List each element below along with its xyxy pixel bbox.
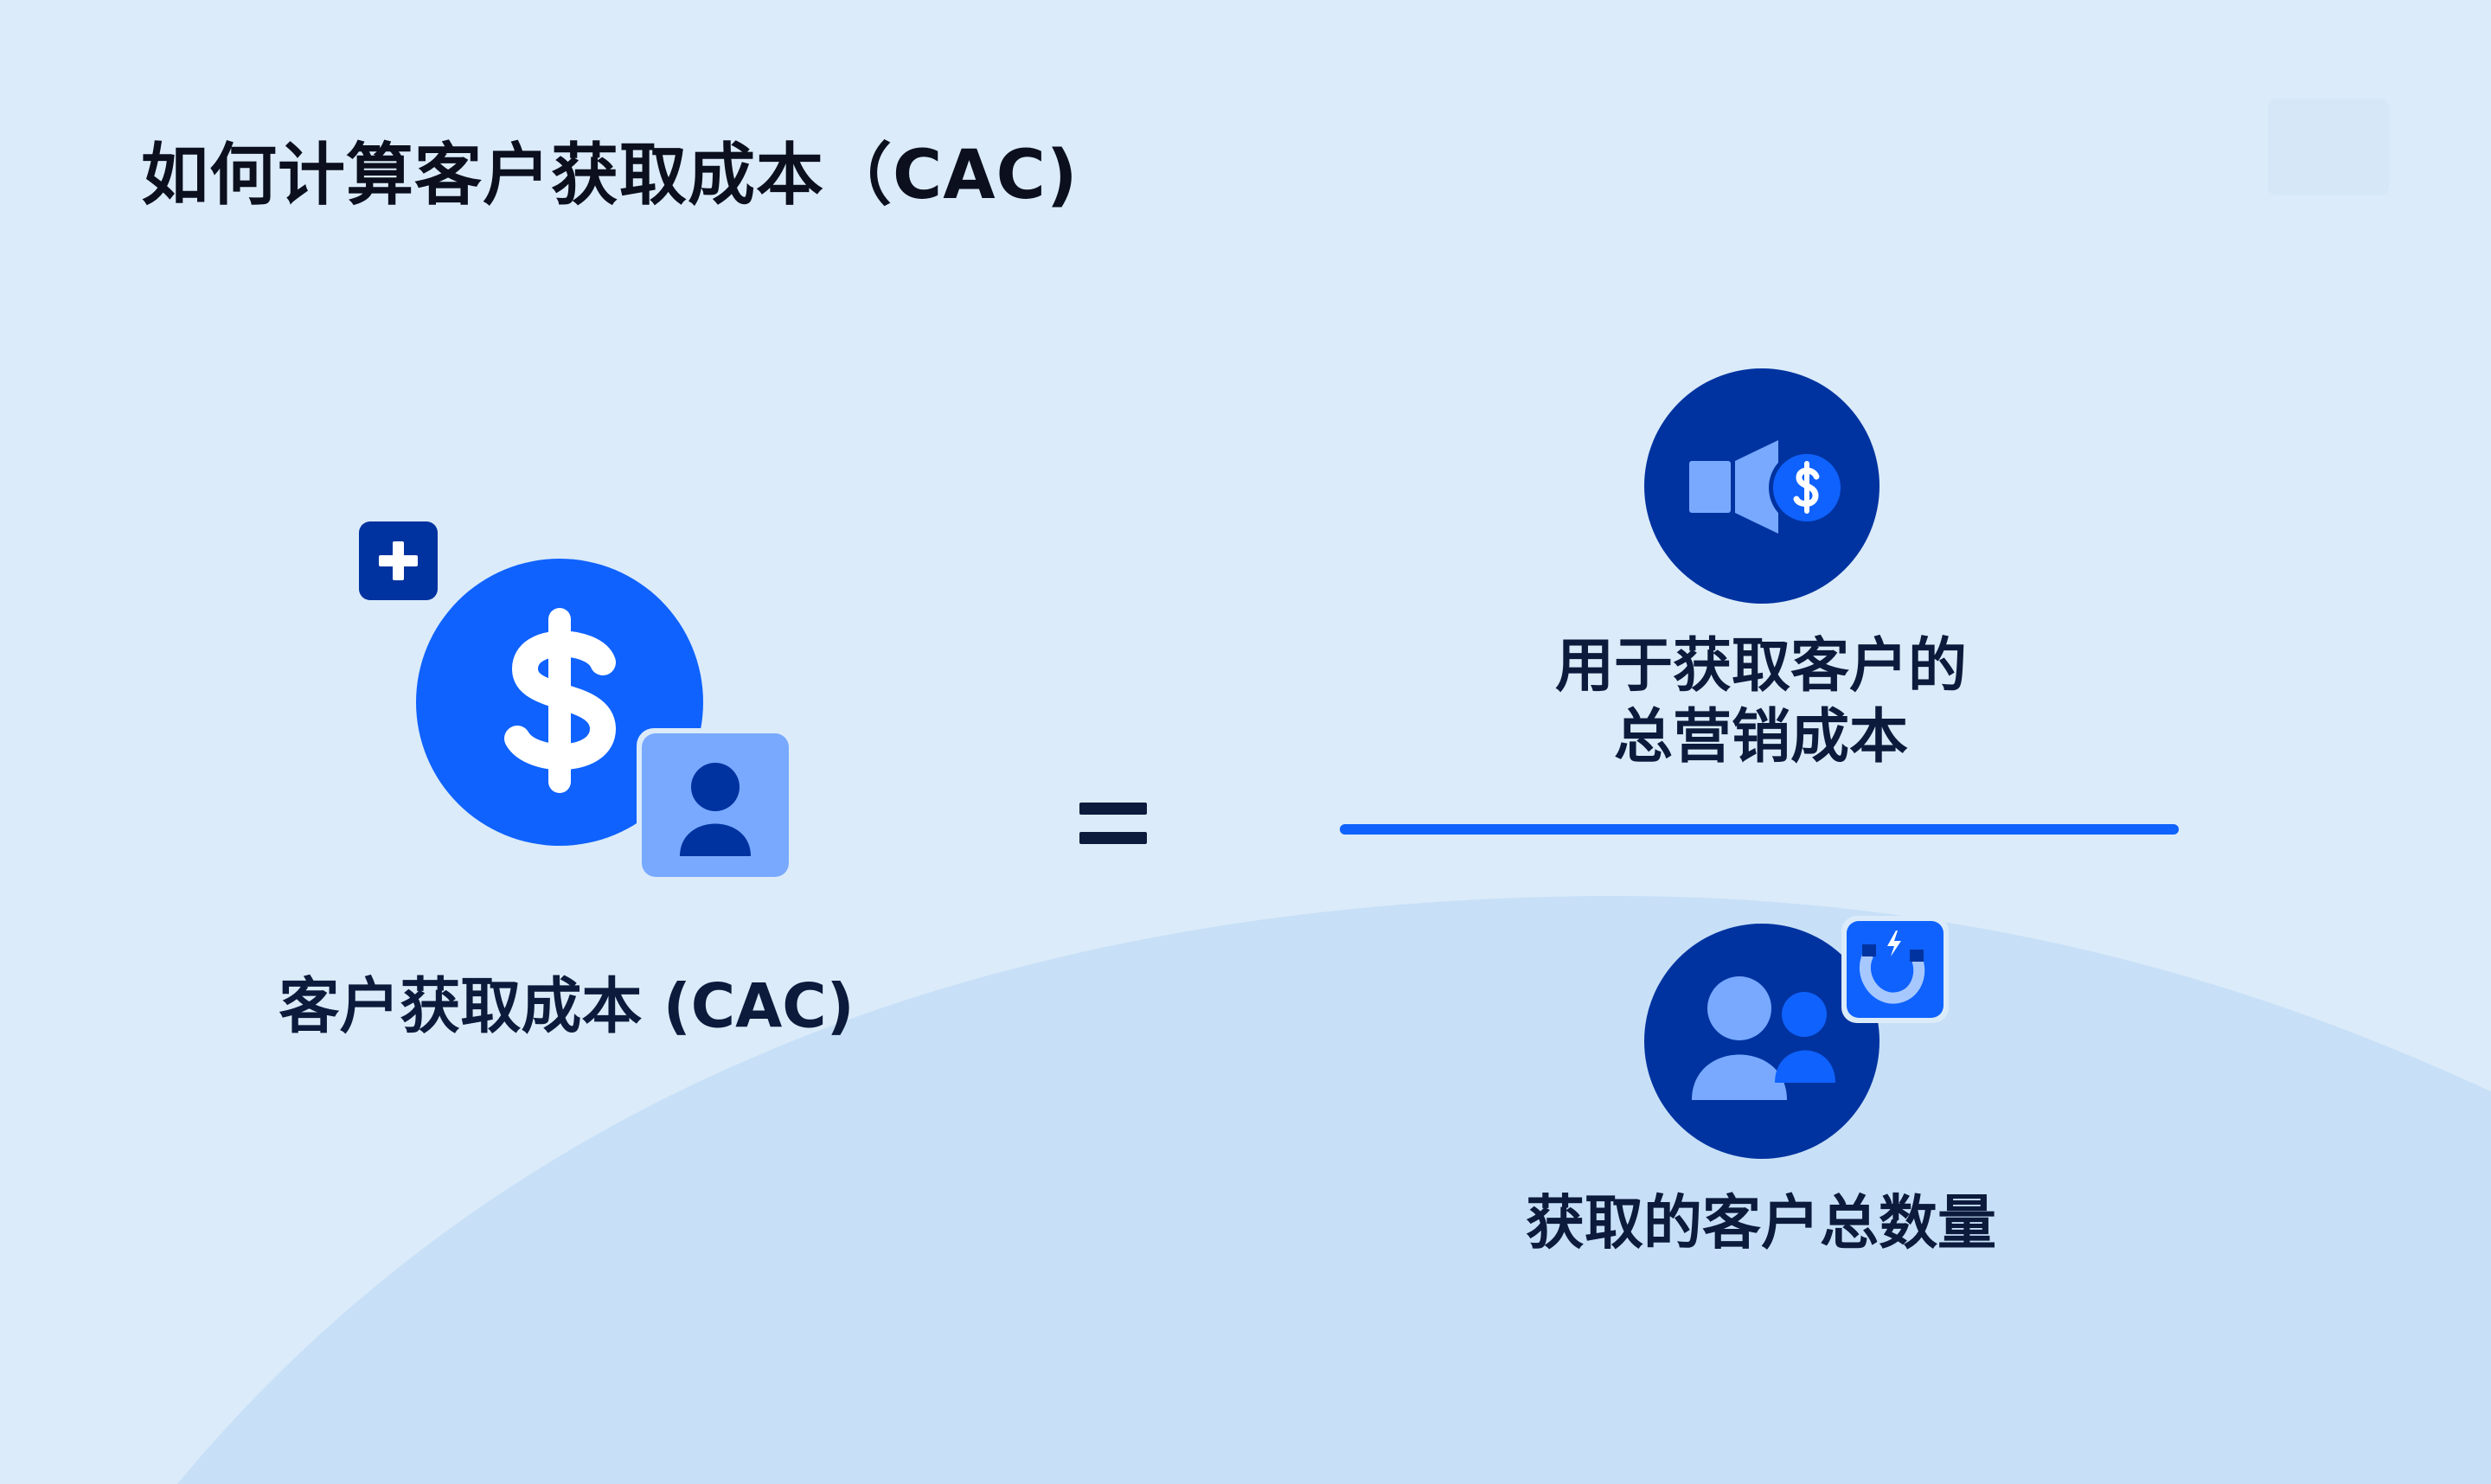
numerator-line-1: 用于获取客户的 [1554,632,1967,700]
cac-label: 客户获取成本 (CAC) [279,970,855,1042]
cac-icon-group [355,517,800,885]
fraction-line [1340,824,2179,835]
equals-icon [1079,803,1147,851]
numerator-label: 用于获取客户的 总营销成本 [1458,631,2064,773]
page-title: 如何计算客户获取成本（CAC) [141,137,1079,214]
equals-bar-bottom [1079,832,1147,844]
users-icon [1643,915,1950,1161]
user-icon [637,728,794,882]
equals-bar-top [1079,803,1147,815]
denominator-label: 获取的客户总数量 [1525,1189,1997,1258]
plus-icon [355,518,441,604]
watermark-logo [2268,99,2389,195]
dollar-icon [1769,450,1845,526]
dollar-icon [416,559,703,846]
numerator-line-2: 总营销成本 [1613,703,1908,771]
megaphone-icon [1643,368,1881,605]
magnet-icon [1841,916,1949,1023]
